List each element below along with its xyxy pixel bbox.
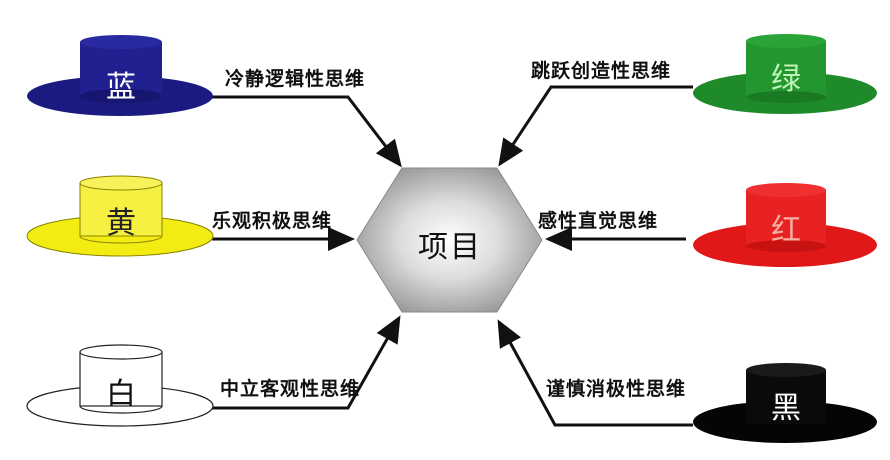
hat-white <box>26 344 214 427</box>
hat-yellow <box>26 175 214 257</box>
hat-black-label: 黑 <box>771 391 801 426</box>
hat-red <box>693 183 877 267</box>
connector-black <box>497 319 693 427</box>
hat-blue-label: 蓝 <box>106 70 136 105</box>
connector-white <box>212 315 401 410</box>
center-project-label: 项目 <box>418 230 482 265</box>
connector-blue <box>212 95 402 168</box>
hat-black <box>693 363 877 443</box>
label-red-thinking: 感性直觉思维 <box>538 210 659 232</box>
hat-white-label: 白 <box>106 377 136 412</box>
connector-green <box>498 85 693 167</box>
hat-blue <box>27 35 213 116</box>
hat-red-label: 红 <box>771 213 801 248</box>
hat-green <box>693 34 877 114</box>
label-blue-thinking: 冷静逻辑性思维 <box>225 68 366 90</box>
label-black-thinking: 谨慎消极性思维 <box>546 378 687 400</box>
label-green-thinking: 跳跃创造性思维 <box>531 60 672 82</box>
label-yellow-thinking: 乐观积极思维 <box>212 210 333 232</box>
center-hexagon <box>356 167 543 313</box>
hat-yellow-label: 黄 <box>106 206 136 241</box>
hat-green-label: 绿 <box>771 62 801 97</box>
label-white-thinking: 中立客观性思维 <box>220 378 361 400</box>
